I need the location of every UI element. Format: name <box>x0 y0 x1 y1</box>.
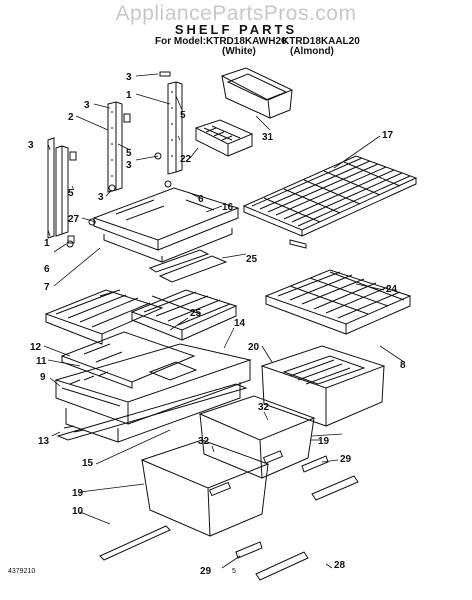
drawer-trim-strip <box>99 525 171 561</box>
page-number: 5 <box>232 568 236 575</box>
callout-label: 24 <box>386 284 398 295</box>
callout-label: 16 <box>222 202 234 213</box>
callout-label: 28 <box>334 560 346 571</box>
callout-label: 31 <box>262 132 274 143</box>
callout-label: 3 <box>28 140 34 151</box>
callout-label: 6 <box>198 194 204 205</box>
crisper-drawer-left <box>140 439 270 537</box>
callout-label: 19 <box>72 488 84 499</box>
callout-label: 27 <box>68 214 80 225</box>
callout-label: 13 <box>38 436 50 447</box>
callout-label: 1 <box>126 90 132 101</box>
storage-bin <box>220 67 294 119</box>
shelf-bracket-lower-left <box>47 137 77 244</box>
leader-lines <box>43 73 405 569</box>
bracket-screws <box>66 152 172 248</box>
crisper-cover-frame <box>54 343 252 443</box>
drawer-rail <box>56 383 248 441</box>
shelf-bracket-upper-left <box>107 101 131 193</box>
crisper-drawer-middle <box>198 395 316 479</box>
callout-label: 29 <box>200 566 212 577</box>
callout-label: 17 <box>382 130 394 141</box>
callout-label: 14 <box>234 318 246 329</box>
callout-label: 6 <box>44 264 50 275</box>
callout-label: 3 <box>84 100 90 111</box>
callout-label: 5 <box>68 188 74 199</box>
model-code-white: KTRD18KAWH20 <box>206 36 287 47</box>
callout-label: 2 <box>68 112 74 123</box>
callout-label: 3 <box>126 72 132 83</box>
callout-label: 22 <box>180 154 192 165</box>
callout-label: 19 <box>318 436 330 447</box>
wire-shelf-middle <box>264 269 412 335</box>
callout-label: 32 <box>258 402 270 413</box>
callout-label: 7 <box>44 282 50 293</box>
callout-label: 10 <box>72 506 84 517</box>
callout-label: 29 <box>340 454 352 465</box>
callout-label: 20 <box>248 342 260 353</box>
model-variant-almond: (Almond) <box>290 46 334 57</box>
page-title: SHELF PARTS <box>174 22 298 37</box>
callout-label: 11 <box>36 356 47 367</box>
glass-shelf-upper <box>92 187 240 283</box>
callout-label: 3 <box>98 192 104 203</box>
ice-tray <box>194 119 254 157</box>
callout-label: 5 <box>180 110 186 121</box>
callout-label: 1 <box>44 238 50 249</box>
callout-label: 12 <box>30 342 42 353</box>
callout-label: 25 <box>190 308 202 319</box>
model-code-almond: KTRD18KAAL20 <box>282 36 360 47</box>
callout-label: 32 <box>198 436 210 447</box>
wire-shelf-left <box>44 289 238 345</box>
model-variant-white: (White) <box>222 46 256 57</box>
callout-label: 25 <box>246 254 258 265</box>
callout-label: 8 <box>400 360 406 371</box>
callout-labels: 3 1 5 3 2 22 31 5 3 17 3 5 6 3 16 27 1 6… <box>28 72 406 577</box>
callout-label: 5 <box>126 148 132 159</box>
shelf-bracket-upper-right <box>159 71 183 175</box>
drawer-handle-trim <box>235 455 359 581</box>
watermark: AppliancePartsPros.com <box>115 2 357 25</box>
wire-shelf-upper <box>242 155 418 249</box>
glass-shelf-middle <box>60 331 196 389</box>
callout-label: 9 <box>40 372 46 383</box>
document-number: 4379210 <box>8 568 36 575</box>
crisper-drawer-right <box>260 345 386 427</box>
model-prefix: For Model: <box>155 36 207 47</box>
callout-label: 15 <box>82 458 94 469</box>
callout-label: 3 <box>126 160 132 171</box>
